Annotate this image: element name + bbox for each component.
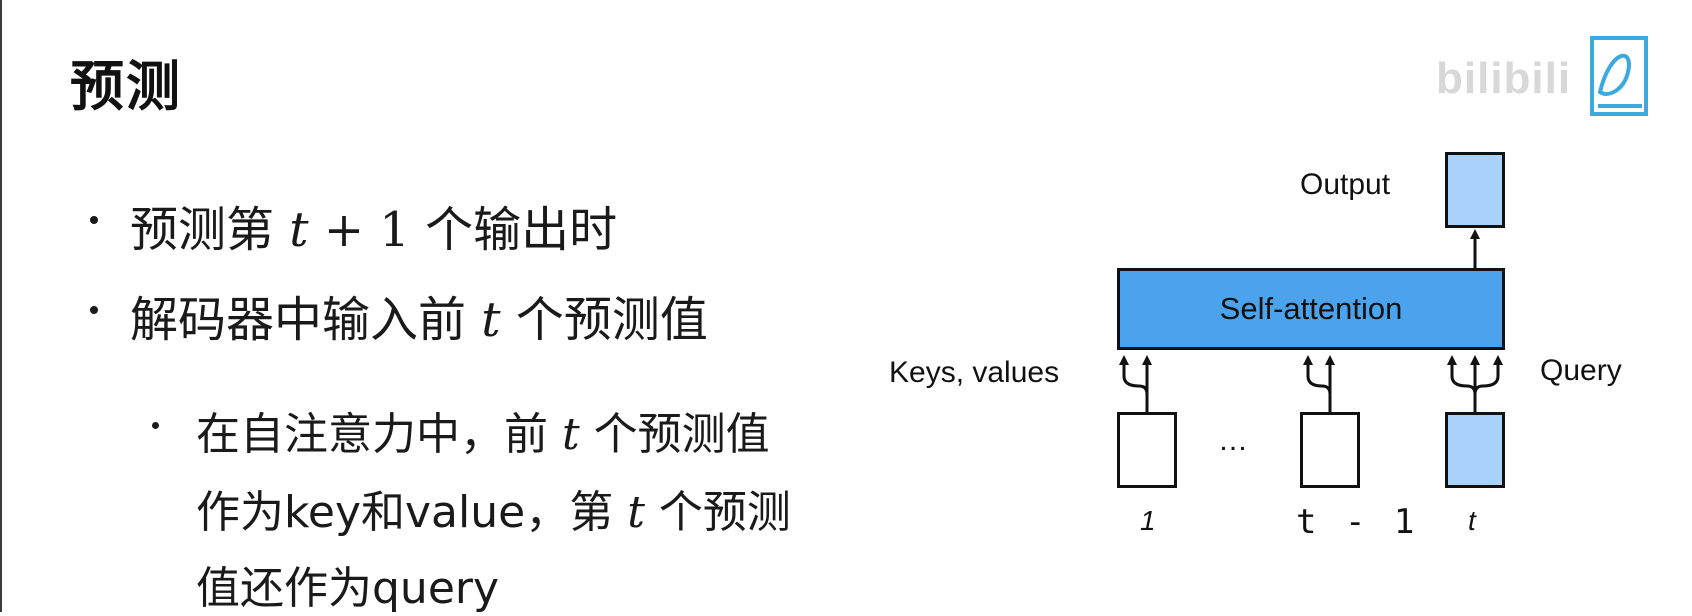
sub-bullet-dot [152,422,159,429]
arrow-key-t-minus-1 [1303,355,1332,412]
index-label-1: 1 [1140,505,1156,536]
watermark-text: bilibili [1436,54,1572,103]
token-box-t [1445,412,1505,488]
ellipsis: … [1218,424,1248,457]
bullet-dot [90,216,98,224]
arrow-key-t [1447,355,1477,412]
sub-bullet-line-3: 值还作为query [196,563,500,614]
output-box [1445,152,1505,228]
token-box-1 [1117,412,1177,488]
self-attention-box: Self-attention [1117,268,1505,350]
query-label: Query [1540,354,1622,387]
token-box-t-minus-1 [1300,412,1360,488]
sub-bullet-line-2: 作为key和value，第 t 个预测 [196,487,791,538]
left-border [0,0,2,612]
bullet-text: 解码器中输入前 t 个预测值 [130,292,708,348]
index-label-t: t [1468,505,1476,536]
arrow-query-t [1473,355,1503,412]
bilibili-logo-icon [1590,36,1648,116]
sub-bullet-line-1: 在自注意力中，前 t 个预测值 [196,409,770,460]
arrow-key-1 [1119,355,1149,412]
output-label: Output [1300,168,1391,201]
index-label-t-minus-1: t - 1 [1296,502,1419,542]
bilibili-watermark: bilibili [1436,32,1686,122]
slide-title: 预测 [70,55,182,118]
keys-values-label: Keys, values [889,356,1060,389]
bullet-dot [90,306,98,314]
bullet-text: 预测第 t + 1 个输出时 [130,202,618,258]
